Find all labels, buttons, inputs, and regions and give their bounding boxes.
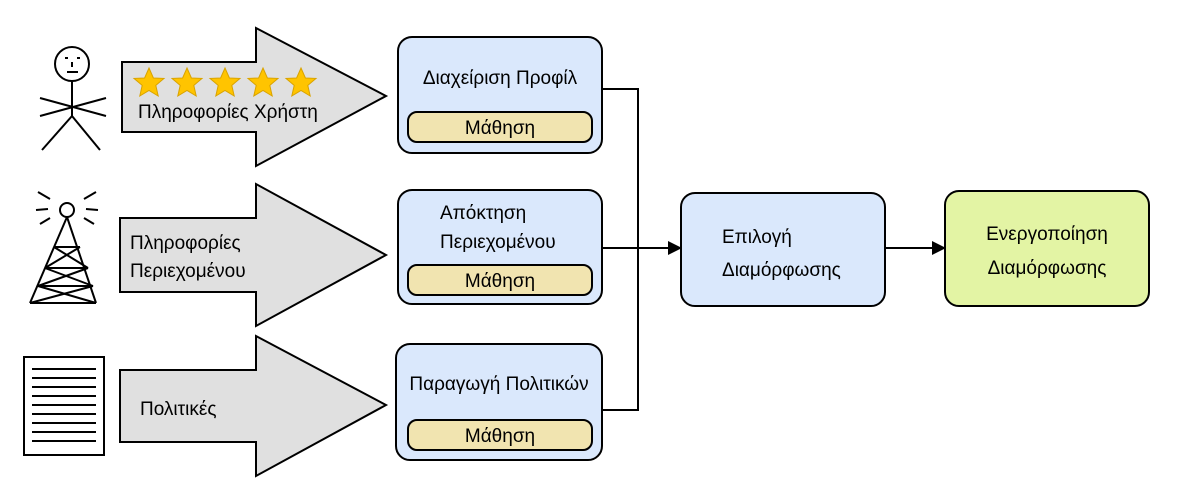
selection-label-line2: Διαμόρφωσης xyxy=(722,260,841,281)
configuration-activation-box: Ενεργοποίηση Διαμόρφωσης xyxy=(944,190,1150,307)
module-title: Διαχείριση Προφίλ xyxy=(423,68,578,89)
connectors xyxy=(602,88,946,411)
stick-figure-icon xyxy=(39,46,107,151)
policies-label: Πολιτικές xyxy=(140,399,217,420)
learning-bar xyxy=(407,419,593,451)
merge-connector xyxy=(602,88,639,411)
input-arrow-user-info: Πληροφορίες Χρήστη xyxy=(121,26,389,168)
module-policy-generation: Παραγωγή Πολιτικών Μάθηση xyxy=(395,343,603,461)
antenna-tower-icon xyxy=(29,191,99,304)
learning-bar xyxy=(407,264,593,296)
learning-label: Μάθηση xyxy=(465,271,535,292)
module-content-acquisition: Απόκτηση Περιεχομένου Μάθηση xyxy=(397,189,603,305)
module-profile-management: Διαχείριση Προφίλ Μάθηση xyxy=(397,36,603,154)
module-title-line1: Απόκτηση xyxy=(440,203,526,224)
learning-label: Μάθηση xyxy=(465,426,535,447)
learning-label: Μάθηση xyxy=(465,118,535,139)
input-arrow-content-info: Πληροφορίες Περιεχομένου xyxy=(119,182,389,328)
user-info-label: Πληροφορίες Χρήστη xyxy=(138,102,318,123)
input-arrow-policies: Πολιτικές xyxy=(119,334,389,478)
content-info-label-line1: Πληροφορίες xyxy=(130,233,241,254)
selection-label-line1: Επιλογή xyxy=(722,227,792,248)
module-title-line2: Περιεχομένου xyxy=(440,232,556,253)
configuration-selection-box: Επιλογή Διαμόρφωσης xyxy=(680,192,886,307)
module-title: Παραγωγή Πολιτικών xyxy=(409,374,588,395)
document-icon xyxy=(23,356,105,456)
content-info-label-line2: Περιεχομένου xyxy=(130,261,246,282)
activation-label-line2: Διαμόρφωσης xyxy=(988,258,1107,279)
activation-label-line1: Ενεργοποίηση xyxy=(986,224,1108,245)
learning-bar xyxy=(407,111,593,143)
